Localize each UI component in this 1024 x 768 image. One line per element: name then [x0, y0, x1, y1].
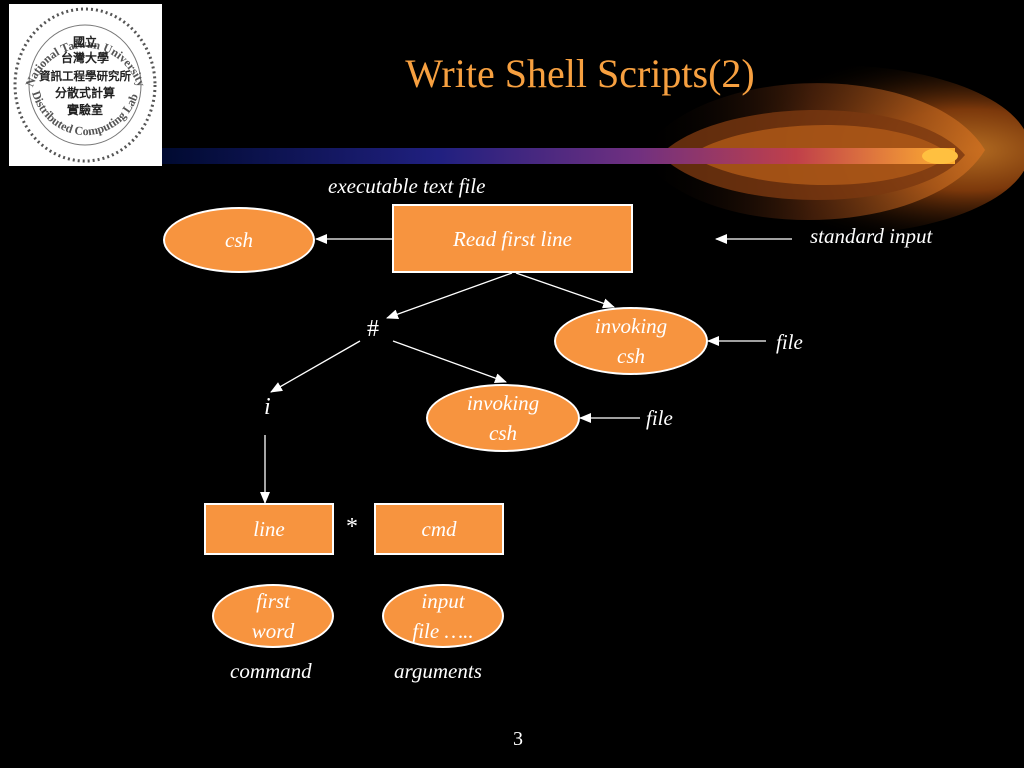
university-logo: National Taiwan University Distributed C…: [9, 4, 162, 166]
star-symbol: *: [346, 514, 358, 540]
node-read-first-line-label: Read first line: [453, 226, 572, 251]
input-file-line-2: file …..: [412, 619, 474, 643]
page-number: 3: [513, 728, 523, 750]
invoking-upper-line-1: invoking: [594, 314, 668, 338]
label-file-upper: file: [776, 330, 803, 354]
node-cmd: cmd: [374, 503, 504, 555]
logo-line-1: 國立: [73, 34, 97, 49]
input-file-line-1: input: [421, 589, 465, 613]
slide-title: Write Shell Scripts(2): [405, 51, 755, 96]
label-standard-input: standard input: [810, 224, 933, 248]
first-word-line-1: first: [256, 589, 290, 613]
invoking-lower-line-1: invoking: [466, 391, 540, 415]
first-word-line-2: word: [251, 619, 295, 643]
arrow-to-hash: [386, 272, 513, 319]
label-command: command: [230, 659, 312, 683]
label-arguments: arguments: [394, 659, 482, 683]
node-cmd-label: cmd: [421, 517, 457, 541]
label-file-lower: file: [646, 406, 673, 430]
node-line-label: line: [253, 517, 285, 541]
node-line: line: [204, 503, 334, 555]
logo-line-3: 資訊工程學研究所: [39, 69, 131, 83]
arrow-to-invoking-lower: [392, 340, 507, 383]
i-symbol: i: [264, 394, 271, 420]
node-first-word: first word: [212, 584, 334, 648]
node-invoking-csh-upper: invoking csh: [554, 307, 708, 375]
arrow-to-i: [270, 340, 361, 393]
hash-symbol: #: [367, 316, 379, 342]
node-csh: csh: [163, 207, 315, 273]
node-read-first-line: Read first line: [392, 204, 633, 273]
invoking-upper-line-2: csh: [617, 344, 645, 368]
arrow-to-invoking-upper: [515, 272, 615, 309]
logo-line-5: 實驗室: [67, 102, 103, 117]
logo-line-2: 台灣大學: [61, 50, 109, 65]
invoking-lower-line-2: csh: [489, 421, 517, 445]
caption-executable-text-file: executable text file: [328, 174, 486, 198]
node-invoking-csh-lower: invoking csh: [426, 384, 580, 452]
node-input-file: input file …..: [382, 584, 504, 648]
logo-line-4: 分散式計算: [55, 85, 115, 100]
node-csh-label: csh: [225, 228, 253, 252]
